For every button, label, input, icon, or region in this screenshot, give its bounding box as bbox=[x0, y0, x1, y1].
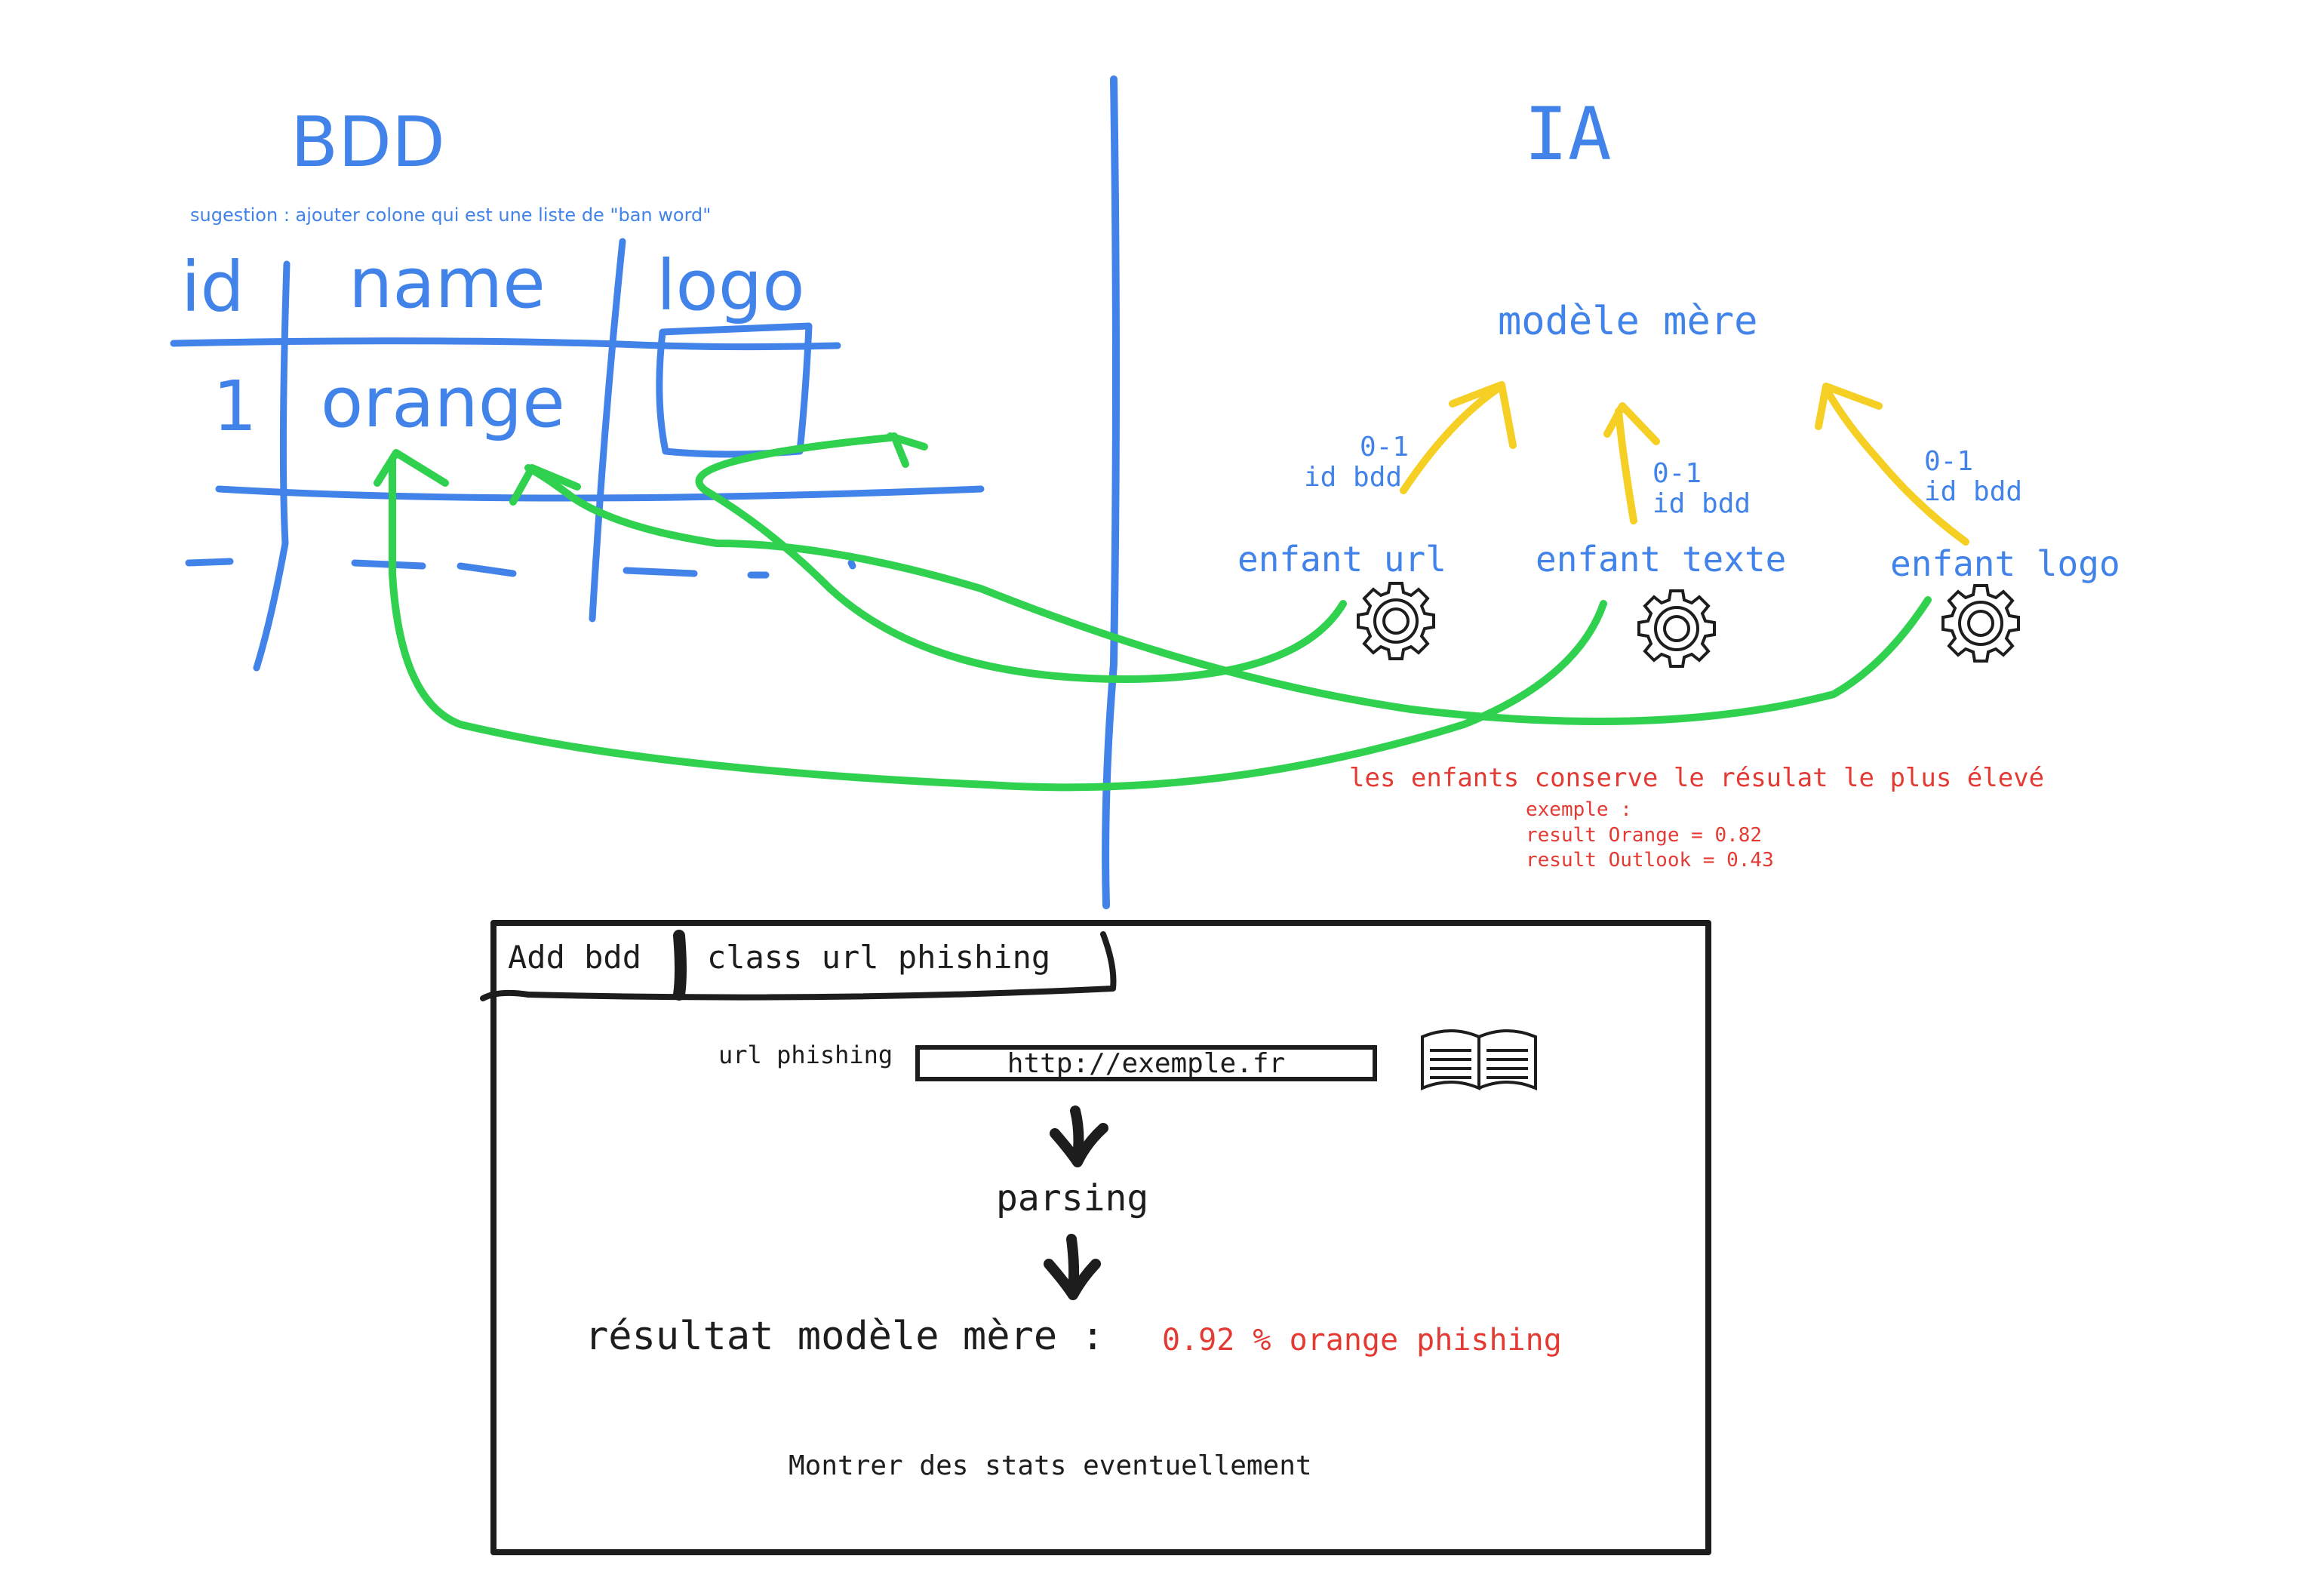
example-label: exemple : bbox=[1526, 798, 1632, 821]
divider-line bbox=[1102, 75, 1120, 909]
gear-icon bbox=[1357, 582, 1435, 660]
child-logo-ref: id bdd bbox=[1924, 476, 2023, 507]
parent-model-label: modèle mère bbox=[1498, 299, 1758, 344]
result-value: 0.92 % orange phishing bbox=[1162, 1323, 1562, 1358]
child-texte-label: enfant texte bbox=[1536, 539, 1787, 580]
child-logo-label: enfant logo bbox=[1890, 543, 2120, 584]
child-texte-ref: id bdd bbox=[1652, 488, 1751, 519]
stats-hint: Montrer des stats eventuellement bbox=[789, 1450, 1312, 1481]
gear-icon bbox=[1637, 589, 1716, 668]
yellow-arrows bbox=[1400, 381, 1969, 546]
child-url-ref: id bdd bbox=[1304, 462, 1403, 493]
url-phishing-label: url phishing bbox=[718, 1041, 893, 1069]
tab-underline bbox=[480, 931, 1117, 1001]
example-line-orange: result Orange = 0.82 bbox=[1526, 824, 1763, 847]
parsing-step: parsing bbox=[996, 1177, 1149, 1219]
tab-separator bbox=[673, 930, 687, 1001]
bdd-table-grid bbox=[170, 238, 985, 672]
bdd-title: BDD bbox=[291, 102, 445, 183]
column-header-id: id bbox=[181, 247, 244, 328]
arrow-down-icon bbox=[1050, 1106, 1108, 1167]
example-line-outlook: result Outlook = 0.43 bbox=[1526, 849, 1774, 872]
children-note: les enfants conserve le résulat le plus … bbox=[1349, 763, 2045, 793]
tab-class-url-phishing[interactable]: class url phishing bbox=[707, 939, 1051, 976]
column-header-logo: logo bbox=[656, 245, 805, 326]
row-id-cell: 1 bbox=[213, 366, 257, 447]
child-logo-score: 0-1 bbox=[1924, 446, 1974, 477]
green-arrows bbox=[374, 432, 1932, 792]
row-name-cell: orange bbox=[321, 362, 565, 443]
arrow-texte-to-name bbox=[389, 457, 1607, 792]
url-input[interactable]: http://exemple.fr bbox=[915, 1045, 1377, 1081]
book-icon bbox=[1421, 1029, 1537, 1091]
arrow-down-icon bbox=[1044, 1234, 1101, 1300]
app-window-frame bbox=[480, 920, 1711, 1555]
ia-title: IA bbox=[1524, 92, 1612, 177]
child-url-score: 0-1 bbox=[1360, 432, 1410, 463]
gear-icon bbox=[1941, 584, 2020, 663]
url-input-value: http://exemple.fr bbox=[1007, 1047, 1286, 1079]
result-label: résultat modèle mère : bbox=[585, 1314, 1105, 1359]
tab-add-bdd[interactable]: Add bdd bbox=[508, 939, 642, 976]
arrow-logo-to-name bbox=[524, 464, 1932, 725]
child-texte-score: 0-1 bbox=[1652, 458, 1702, 489]
child-url-label: enfant url bbox=[1237, 539, 1446, 580]
bdd-suggestion: sugestion : ajouter colone qui est une l… bbox=[190, 204, 712, 226]
column-header-name: name bbox=[349, 243, 546, 324]
